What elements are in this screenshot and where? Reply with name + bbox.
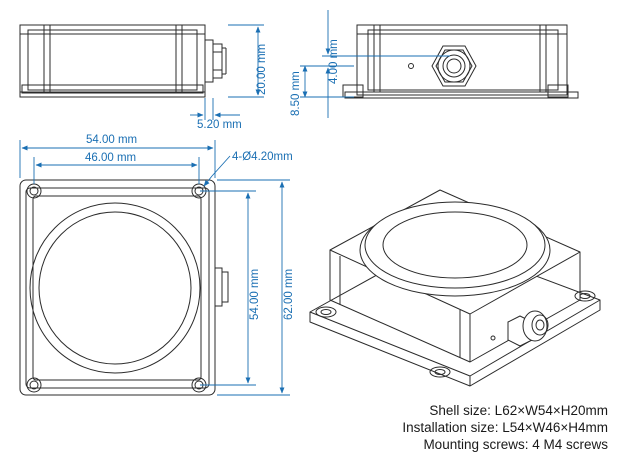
side-view — [19, 24, 227, 98]
holes-label: 4-Ø4.20mm — [232, 151, 293, 163]
rear-view-dims — [300, 10, 450, 118]
iso-connector-icon — [507, 310, 549, 347]
connector-offset-label: 5.20 mm — [197, 119, 242, 131]
rear-height-label: 8.50 mm — [290, 71, 302, 116]
side-view-dims — [190, 24, 264, 120]
side-connector — [204, 39, 227, 83]
top-view — [19, 179, 229, 396]
outer-width-label: 54.00 mm — [86, 134, 137, 146]
side-height-label: 20.00 mm — [256, 44, 268, 95]
spec-installation-size: Installation size: L54×W46×H4mm — [402, 420, 608, 435]
rear-view — [342, 24, 579, 99]
mounting-hole — [26, 377, 42, 393]
spec-mounting-screws: Mounting screws: 4 M4 screws — [423, 437, 608, 452]
rear-connector-height-label: 4.00 mm — [328, 39, 340, 84]
inner-length-label: 54.00 mm — [249, 269, 261, 320]
rear-connector-icon — [431, 45, 477, 87]
mounting-hole — [26, 183, 42, 199]
outer-length-label: 62.00 mm — [283, 269, 295, 320]
top-view-dims — [19, 140, 290, 396]
spec-shell-size: Shell size: L62×W54×H20mm — [429, 403, 608, 418]
inner-width-label: 46.00 mm — [85, 152, 136, 164]
isometric-view — [309, 189, 601, 387]
